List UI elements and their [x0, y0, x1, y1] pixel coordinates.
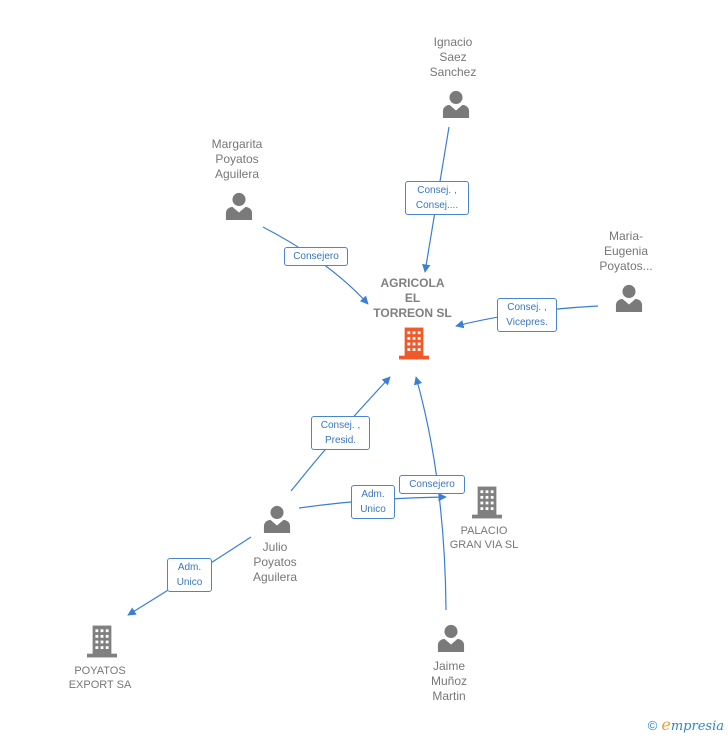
edge-label-maria-agricola[interactable]: Consej. , Vicepres.: [497, 298, 557, 332]
name-line: PALACIO: [460, 525, 508, 537]
name-line: Margarita: [211, 137, 263, 151]
edge-label-line: Unico: [176, 577, 203, 588]
name-line: Aguilera: [214, 167, 260, 181]
building-icon[interactable]: [87, 625, 117, 658]
copyright-icon: ©: [647, 718, 658, 733]
person-icon[interactable]: [263, 505, 291, 533]
name-line: Eugenia: [603, 244, 649, 258]
edge-label-line: Consej. ,: [507, 302, 547, 313]
name-line: Aguilera: [252, 570, 298, 584]
name-line: Saez: [439, 50, 467, 64]
node-jaime-label[interactable]: Jaime Muñoz Martin: [409, 659, 489, 704]
name-line: EL: [404, 291, 421, 305]
name-line: AGRICOLA: [380, 276, 445, 290]
person-icon[interactable]: [615, 284, 643, 312]
edge-label-line: Unico: [360, 504, 386, 515]
name-line: Martin: [432, 689, 466, 703]
name-line: Muñoz: [430, 674, 468, 688]
edge-label-line: Consejero: [409, 479, 455, 490]
name-line: Poyatos...: [599, 259, 653, 273]
node-poyatos-export-label[interactable]: POYATOS EXPORT SA: [55, 664, 145, 692]
edge-label-margarita-agricola[interactable]: Consejero: [284, 247, 348, 266]
person-icon[interactable]: [442, 90, 470, 118]
edge-label-line: Consej....: [415, 200, 459, 211]
edge-label-julio-palacio[interactable]: Adm. Unico: [351, 485, 395, 519]
edge-label-line: Consej. ,: [417, 185, 457, 196]
node-margarita-label[interactable]: Margarita Poyatos Aguilera: [194, 137, 280, 182]
node-agricola-label[interactable]: AGRICOLA EL TORREON SL: [355, 276, 470, 321]
edge-label-line: Presid.: [324, 435, 357, 446]
edge-label-line: Consej. ,: [320, 420, 361, 431]
edge-label-line: Adm.: [177, 562, 202, 573]
name-line: Maria-: [608, 229, 643, 243]
node-maria-label[interactable]: Maria- Eugenia Poyatos...: [584, 229, 668, 274]
edge-label-line: Consejero: [293, 251, 339, 262]
name-line: TORREON SL: [373, 306, 452, 320]
node-palacio-label[interactable]: PALACIO GRAN VIA SL: [439, 524, 529, 552]
name-line: POYATOS: [74, 665, 126, 677]
name-line: Jaime: [432, 659, 465, 673]
name-line: Julio: [262, 540, 288, 554]
edge-label-julio-poyatos[interactable]: Adm. Unico: [167, 558, 212, 592]
person-icon[interactable]: [225, 192, 253, 220]
name-line: EXPORT SA: [68, 679, 132, 691]
building-icon[interactable]: [399, 327, 429, 360]
empresia-logo-text: mpresia: [670, 719, 724, 734]
edge-label-line: Adm.: [361, 489, 385, 500]
name-line: Ignacio: [433, 35, 473, 49]
node-ignacio-label[interactable]: Ignacio Saez Sanchez: [413, 35, 493, 80]
node-julio-label[interactable]: Julio Poyatos Aguilera: [235, 540, 315, 585]
empresia-logo: e: [661, 715, 671, 734]
edge-label-jaime-agricola[interactable]: Consejero: [399, 475, 465, 494]
edge-label-ignacio-agricola[interactable]: Consej. , Consej....: [405, 181, 469, 215]
edge-label-julio-agricola[interactable]: Consej. , Presid.: [311, 416, 370, 450]
edge-label-line: Vicepres.: [506, 317, 548, 328]
name-line: Poyatos: [253, 555, 297, 569]
building-icon[interactable]: [472, 486, 502, 519]
name-line: Poyatos: [215, 152, 259, 166]
name-line: Sanchez: [429, 65, 477, 79]
name-line: GRAN VIA SL: [449, 539, 519, 551]
person-icon[interactable]: [437, 624, 465, 652]
brand-footer: ©empresia: [648, 715, 724, 734]
